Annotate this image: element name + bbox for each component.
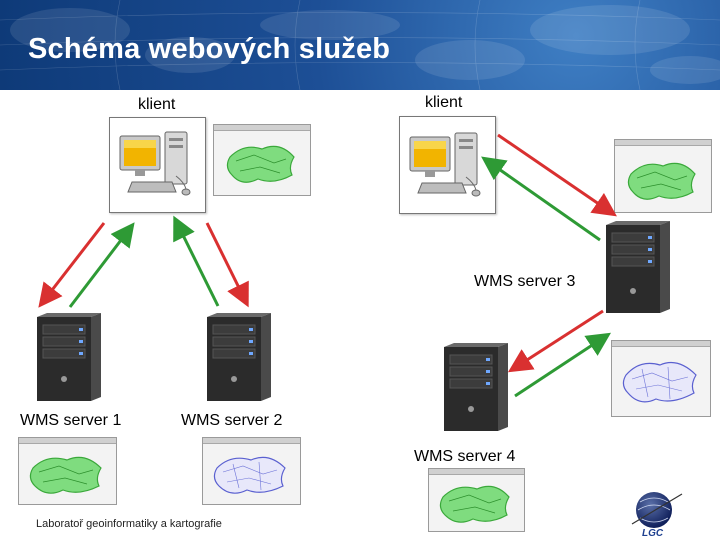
server-3 bbox=[606, 221, 670, 318]
logo-icon: LGC bbox=[631, 492, 683, 539]
response-arrow-server4-server3 bbox=[514, 332, 612, 398]
client-1-computer bbox=[109, 117, 206, 213]
computer-icon bbox=[119, 131, 191, 196]
server-icon bbox=[444, 343, 508, 431]
blue-map-image bbox=[622, 362, 697, 403]
header-world-map-texture bbox=[0, 0, 720, 90]
client-1-label: klient bbox=[138, 96, 176, 113]
server-1-label: WMS server 1 bbox=[20, 412, 122, 429]
server-1-map-screenshot bbox=[18, 437, 117, 505]
server-4-map-screenshot bbox=[428, 468, 525, 532]
server-2-map-screenshot bbox=[202, 437, 301, 505]
server-4 bbox=[444, 343, 508, 436]
slide-header: Schéma webových služeb bbox=[0, 0, 720, 90]
server-4-label: WMS server 4 bbox=[414, 448, 516, 465]
green-map-image bbox=[29, 456, 102, 494]
green-map-image bbox=[226, 145, 295, 183]
server-icon bbox=[207, 313, 271, 401]
server-1 bbox=[37, 313, 101, 406]
blue-map-image bbox=[213, 456, 286, 494]
footer-text: Laboratoř geoinformatiky a kartografie bbox=[36, 518, 222, 530]
computer-icon bbox=[409, 132, 481, 197]
request-arrow-client1-server1 bbox=[38, 222, 106, 308]
response-arrow-server3-client2 bbox=[481, 156, 601, 242]
server-3-map-screenshot bbox=[611, 340, 711, 417]
response-arrow-server1-client1 bbox=[68, 222, 135, 308]
lgc-logo: LGC bbox=[628, 488, 688, 543]
client-2-computer bbox=[399, 116, 496, 214]
green-map-image bbox=[627, 162, 696, 200]
logo-text: LGC bbox=[642, 528, 664, 538]
server-3-label: WMS server 3 bbox=[474, 273, 576, 290]
client-2-label: klient bbox=[425, 94, 463, 111]
server-2 bbox=[207, 313, 271, 406]
request-arrow-server3-server4 bbox=[507, 309, 604, 373]
server-2-label: WMS server 2 bbox=[181, 412, 283, 429]
request-arrow-client2-server3 bbox=[497, 133, 617, 217]
client-1-map-screenshot bbox=[213, 124, 311, 196]
request-arrow-client1-server2 bbox=[205, 222, 249, 308]
green-map-image bbox=[439, 485, 510, 523]
response-arrow-server2-client1 bbox=[173, 215, 220, 307]
server-icon bbox=[37, 313, 101, 401]
server-icon bbox=[606, 221, 670, 313]
client-2-map-screenshot bbox=[614, 139, 712, 213]
slide-title: Schéma webových služeb bbox=[28, 33, 391, 65]
